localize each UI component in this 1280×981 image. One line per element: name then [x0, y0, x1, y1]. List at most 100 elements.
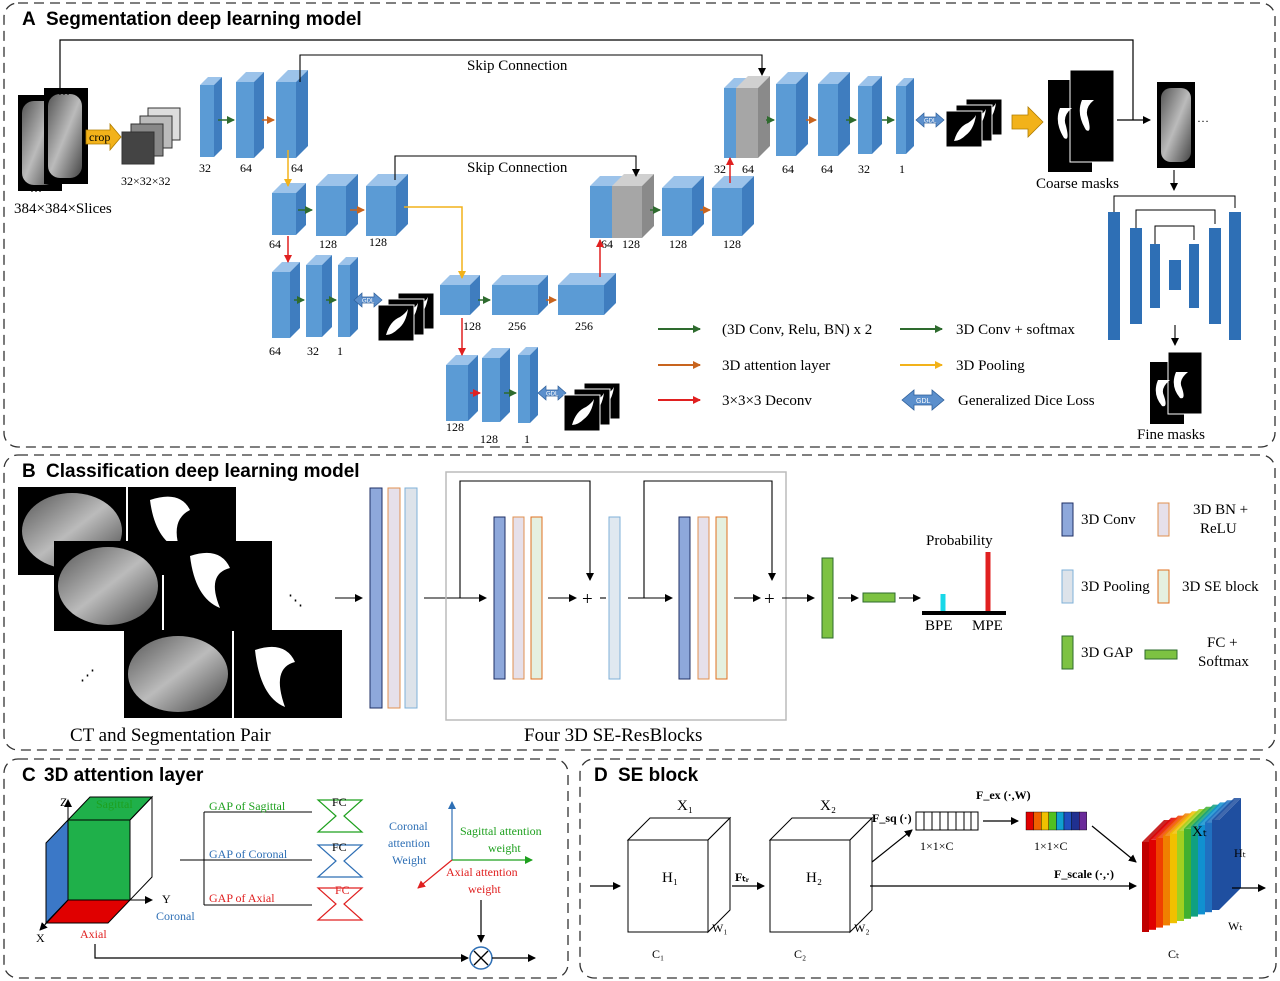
excitation-cell [1071, 811, 1080, 831]
wt-label: Wₜ [1228, 919, 1243, 933]
aux1-size-1: 64 [269, 344, 281, 358]
output-slab [1212, 798, 1241, 910]
aux1-size-3: 1 [337, 344, 343, 358]
enc2-size-2: 128 [319, 237, 337, 251]
svg-text:…: … [1094, 65, 1106, 79]
ftr-label: Fₜᵣ [735, 870, 749, 884]
c1-label: C₁ [652, 947, 664, 961]
gap-coronal: GAP of Coronal [209, 847, 288, 861]
dec1-size-2: 64 [742, 162, 754, 176]
h2-label: H₂ [806, 870, 822, 886]
cube-x1 [626, 816, 732, 934]
global-skip-line [59, 39, 1134, 120]
svg-text:⋱: ⋱ [288, 593, 303, 609]
c2-label: C₂ [794, 947, 806, 961]
enc2-size-3: 128 [369, 235, 387, 249]
enc3-size-3: 256 [575, 319, 593, 333]
orientation-cube [39, 795, 154, 931]
crop-arrow [85, 122, 122, 152]
legend-pooling: 3D Pooling [956, 358, 1025, 374]
legend-deconv: 3×3×3 Deconv [722, 393, 812, 409]
skip-connection-1 [299, 54, 766, 82]
se-resblocks-box [445, 471, 787, 721]
x2-label: X₂ [820, 798, 836, 814]
svg-text:GDL: GDL [362, 299, 375, 305]
legend-gdl-loss: Generalized Dice Loss [958, 393, 1095, 409]
sagittal-weight-2: weight [488, 841, 521, 855]
axis-y: Y [162, 892, 171, 906]
enc1-block-2 [236, 72, 264, 158]
fc-hourglass-axial [316, 887, 364, 921]
legend-attention: 3D attention layer [722, 358, 830, 374]
enc2-size-1: 64 [269, 237, 281, 251]
size1-label: 1×1×C [920, 839, 954, 853]
aux2-size-3: 1 [524, 432, 530, 446]
enc3-size-1: 128 [463, 319, 481, 333]
size2-label: 1×1×C [1034, 839, 1068, 853]
panel-b-title: Classification deep learning model [46, 461, 360, 482]
aux2-size-2: 128 [480, 432, 498, 446]
ct-label: Cₜ [1168, 947, 1180, 961]
xt-label: Xₜ [1192, 824, 1207, 840]
sagittal-weight-1: Sagittal attention [460, 824, 542, 838]
dec2-size-4: 128 [723, 237, 741, 251]
panel-a: A Segmentation deep learning model … … 3… [3, 2, 1276, 448]
ht-label: Hₜ [1234, 846, 1246, 860]
patch-size-label: 32×32×32 [121, 174, 171, 188]
dec1-block-4 [858, 76, 882, 154]
panel-a-title: Segmentation deep learning model [46, 9, 362, 30]
panel-c-letter: C [22, 765, 36, 786]
sagittal-label: Sagittal [96, 797, 133, 811]
dec2-block-2 [662, 176, 704, 236]
x1-label: X₁ [677, 798, 693, 814]
dec2-size-2: 128 [622, 237, 640, 251]
gap-sagittal: GAP of Sagittal [209, 799, 286, 813]
fc-coronal: FC [332, 840, 347, 854]
skip-connection-1-label: Skip Connection [467, 58, 568, 74]
aux2-block-2 [482, 348, 510, 422]
legend-b-fc-1: FC + [1207, 635, 1238, 651]
refined-ct-image: … [1157, 82, 1209, 168]
legend-a: (3D Conv, Relu, BN) x 2 3D attention lay… [658, 322, 1095, 411]
legend-b: 3D Conv 3D BN + ReLU 3D Pooling 3D SE bl… [1061, 502, 1259, 670]
bpe-label: BPE [925, 618, 953, 634]
gap-axial: GAP of Axial [209, 891, 275, 905]
refine-unet [1108, 195, 1241, 346]
excitation-cell [1056, 811, 1065, 831]
output-cube-side [1219, 798, 1241, 910]
probability-label: Probability [926, 533, 993, 549]
panel-c: C 3D attention layer Z Y X Sagittal Axia… [3, 758, 569, 979]
panel-d-title: SE block [618, 765, 699, 786]
bottleneck-block-1 [440, 275, 480, 315]
dec1-size-4: 64 [821, 162, 833, 176]
dec1-block-3 [818, 72, 850, 156]
dec1-block-2 [776, 72, 808, 156]
bottleneck-block-2 [492, 275, 548, 315]
svg-text:⋰: ⋰ [80, 668, 95, 684]
legend-gdl-badge: GDL [916, 398, 931, 405]
gdl-badge-aux2: GDL [537, 385, 567, 401]
legend-b-se: 3D SE block [1182, 579, 1259, 595]
cube-x2 [768, 816, 874, 934]
aux2-block-1 [446, 355, 478, 421]
h1-label: H₁ [662, 870, 678, 886]
mask-stack-aux1 [377, 292, 435, 342]
coronal-weight-3: Weight [392, 853, 427, 867]
axial-weight-1: Axial attention [446, 865, 518, 879]
aux1-block-3 [338, 257, 358, 337]
excitation-cell [1040, 811, 1049, 831]
legend-b-fc-2: Softmax [1198, 654, 1249, 670]
excitation-cell [1063, 811, 1072, 831]
dec2-size-3: 128 [669, 237, 687, 251]
panel-d: D SE block X₁ H₁ W₁ C₁ Fₜᵣ X₂ H₂ W₂ C₂ F… [579, 758, 1277, 979]
skip-connection-2 [394, 155, 640, 180]
bottleneck-block-3 [558, 273, 616, 315]
axis-z: Z [60, 795, 67, 809]
dec1-block-5 [896, 78, 914, 154]
axial-weight-2: weight [468, 882, 501, 896]
input-ct-stack: … … [18, 84, 88, 195]
panel-a-letter: A [22, 9, 36, 30]
svg-text:GDL: GDL [546, 392, 559, 398]
refine-arrow [1011, 106, 1044, 138]
dec1-size-1: 32 [714, 162, 726, 176]
